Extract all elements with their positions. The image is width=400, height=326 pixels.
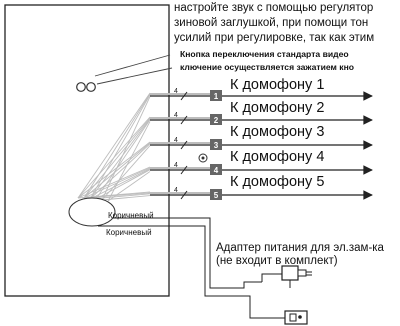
power-adapter-icon xyxy=(281,265,312,288)
terminal-number-3: 3 xyxy=(214,141,219,150)
device-panel xyxy=(4,4,170,297)
brown-wire-label-outside: Коричневый xyxy=(106,228,152,237)
terminal-number-4: 4 xyxy=(214,166,219,175)
output-label-1: К домофону 1 xyxy=(230,77,325,93)
video-standard-button-icon[interactable] xyxy=(86,82,96,92)
terminal-number-2: 2 xyxy=(214,116,219,125)
wire-count-label: 4 xyxy=(174,187,178,194)
adapter-note: Адаптер питания для эл.зам-ка (не входит… xyxy=(216,242,384,267)
wire-count-slash xyxy=(180,140,188,150)
wire-bundle xyxy=(77,92,210,202)
instruction-line-3: усилий при регулировке, так как этим xyxy=(174,32,375,44)
terminal-block-2 xyxy=(210,114,222,125)
terminal-block-4 xyxy=(210,164,222,175)
video-button-note-line-1: Кнопка переключения стандарта видео xyxy=(180,49,349,59)
instruction-line-2: зиновой заглушкой, при помощи тон xyxy=(174,17,369,29)
wire-count-slash xyxy=(180,190,188,200)
volume-knob-icon[interactable] xyxy=(76,82,86,92)
video-button-note-line-2: ключение осуществляется зажатием кно xyxy=(180,62,355,72)
adjustment-knobs xyxy=(76,54,173,92)
output-label-3: К домофону 3 xyxy=(230,124,325,140)
output-label-2: К домофону 2 xyxy=(230,100,325,116)
wire-count-slash xyxy=(180,91,188,101)
output-label-5: К домофону 5 xyxy=(230,174,325,190)
wire-count-slash xyxy=(180,165,188,175)
output-label-4: К домофону 4 xyxy=(230,149,325,165)
terminal-block-1 xyxy=(210,90,222,101)
brown-wire-label-inside: Коричневый xyxy=(108,211,154,220)
wire-count-slash xyxy=(180,115,188,125)
terminal-number-1: 1 xyxy=(214,92,219,101)
round-control-icon xyxy=(198,153,208,163)
wire-count-label: 4 xyxy=(174,162,178,169)
output-lines: 4 1 4 2 4 3 4 4 4 5 xyxy=(150,88,373,200)
instruction-line-1: настройте звук с помощью регулятор xyxy=(174,2,374,14)
wire-count-label: 4 xyxy=(174,112,178,119)
terminal-number-5: 5 xyxy=(214,191,219,200)
wire-count-label: 4 xyxy=(174,88,178,95)
electric-lock-icon xyxy=(284,310,308,325)
wire-count-label: 4 xyxy=(174,137,178,144)
terminal-block-3 xyxy=(210,139,222,150)
wire-connector-oval xyxy=(68,197,116,227)
terminal-block-5 xyxy=(210,189,222,200)
